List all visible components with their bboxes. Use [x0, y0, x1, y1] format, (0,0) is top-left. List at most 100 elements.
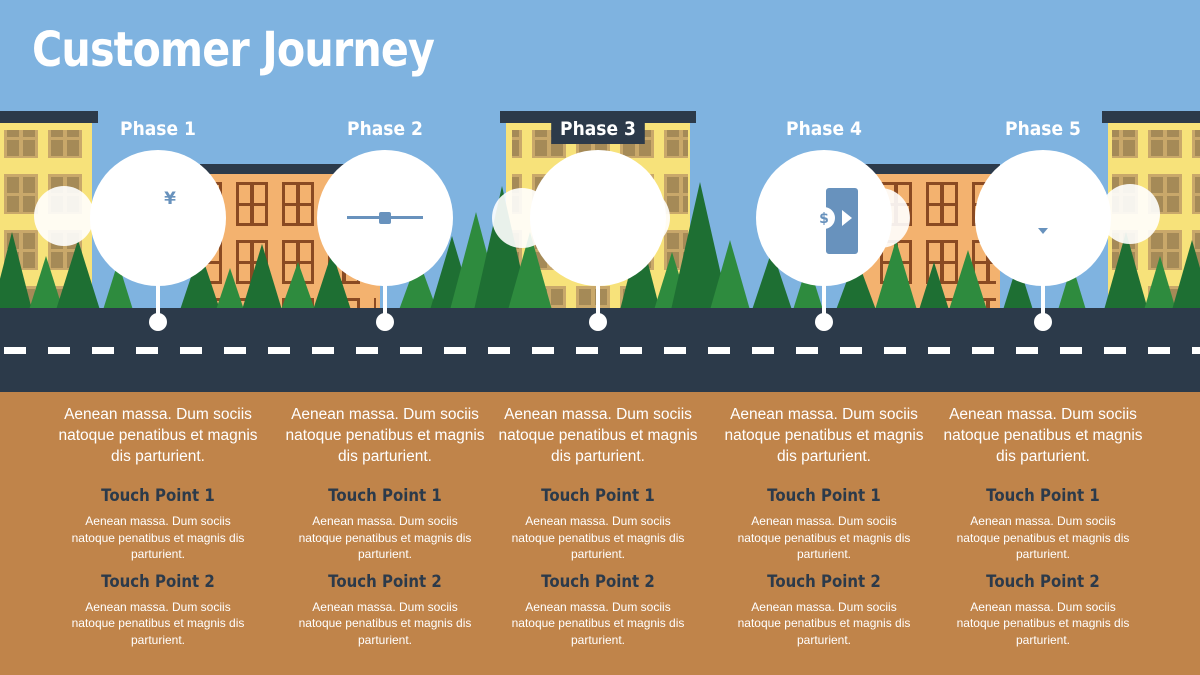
- tree: [793, 262, 823, 310]
- svg-text:¥: ¥: [164, 189, 176, 209]
- tree: [103, 262, 133, 310]
- road-dash-line: [4, 347, 1200, 354]
- tree: [216, 268, 244, 310]
- road-dash: [268, 347, 290, 354]
- road-dash: [972, 347, 994, 354]
- tree-row: [0, 182, 1200, 310]
- touch-point-title: Touch Point 2: [328, 571, 442, 592]
- tree: [56, 240, 100, 310]
- road-dash: [1192, 347, 1200, 354]
- road-dash: [1060, 347, 1082, 354]
- tree: [313, 252, 351, 310]
- phase-marker-4[interactable]: $: [756, 150, 892, 331]
- decor-dot: [1100, 184, 1160, 244]
- tree: [29, 256, 63, 310]
- road-dash: [488, 347, 510, 354]
- road-dash: [1104, 347, 1126, 354]
- phase-column-2: Aenean massa. Dum sociis natoque penatib…: [280, 404, 490, 657]
- phase-description: Aenean massa. Dum sociis natoque penatib…: [943, 406, 1143, 465]
- touch-point-text: Aenean massa. Dum sociis natoque penatib…: [511, 599, 685, 647]
- phase-column-3: Aenean massa. Dum sociis natoque penatib…: [493, 404, 703, 657]
- phase-label-5: Phase 5: [1005, 118, 1081, 140]
- tree: [671, 182, 729, 310]
- road-dash: [1016, 347, 1038, 354]
- touch-point-title: Touch Point 2: [101, 571, 215, 592]
- road-dash: [928, 347, 950, 354]
- phase-marker-1[interactable]: ¥: [90, 150, 226, 331]
- clipboard-checklist-icon: [566, 180, 630, 256]
- phase-marker-2[interactable]: [317, 150, 453, 331]
- businessman-icon: [1005, 185, 1081, 252]
- tree: [1144, 256, 1176, 310]
- road-dash: [444, 347, 466, 354]
- touch-point-text: Aenean massa. Dum sociis natoque penatib…: [298, 599, 472, 647]
- phase-marker-5[interactable]: [975, 150, 1111, 331]
- road-dash: [1148, 347, 1170, 354]
- road-dash: [4, 347, 26, 354]
- touch-point-title: Touch Point 2: [541, 571, 655, 592]
- touch-point-title: Touch Point 1: [541, 486, 655, 506]
- phase-label-3: Phase 3: [551, 114, 645, 144]
- touch-point-title: Touch Point 1: [101, 486, 215, 506]
- road-dash: [752, 347, 774, 354]
- road-dash: [312, 347, 334, 354]
- touch-point-text: Aenean massa. Dum sociis natoque penatib…: [737, 599, 911, 647]
- tree: [474, 186, 530, 310]
- road-dash: [796, 347, 818, 354]
- tree: [1003, 262, 1033, 310]
- touch-point-title: Touch Point 1: [986, 486, 1100, 506]
- road-dash: [356, 347, 378, 354]
- briefcase-icon: [347, 185, 423, 248]
- road-dash: [664, 347, 686, 354]
- tree: [875, 240, 917, 310]
- touch-point-title: Touch Point 1: [328, 486, 442, 506]
- road-pin: [149, 313, 167, 331]
- phase-label-4: Phase 4: [786, 118, 862, 140]
- road-dash: [708, 347, 730, 354]
- page-title: Customer Journey: [32, 22, 435, 78]
- road-dash: [224, 347, 246, 354]
- phase-column-1: Aenean massa. Dum sociis natoque penatib…: [53, 404, 263, 657]
- phase-description: Aenean massa. Dum sociis natoque penatib…: [58, 406, 258, 465]
- touch-point-text: Aenean massa. Dum sociis natoque penatib…: [737, 514, 911, 561]
- touch-point-text: Aenean massa. Dum sociis natoque penatib…: [956, 599, 1130, 647]
- road-dash: [92, 347, 114, 354]
- phase-column-4: Aenean massa. Dum sociis natoque penatib…: [719, 404, 929, 657]
- road-pin: [815, 313, 833, 331]
- road-dash: [840, 347, 862, 354]
- phase-label-1: Phase 1: [120, 118, 196, 140]
- road-pin: [1034, 313, 1052, 331]
- touch-point-text: Aenean massa. Dum sociis natoque penatib…: [511, 514, 685, 561]
- touch-point-text: Aenean massa. Dum sociis natoque penatib…: [71, 599, 245, 647]
- phase-marker-3[interactable]: [530, 150, 666, 331]
- road-dash: [400, 347, 422, 354]
- tree: [1104, 232, 1148, 310]
- ground: [0, 392, 1200, 675]
- phase-label-2: Phase 2: [347, 118, 423, 140]
- tree: [281, 262, 315, 310]
- touch-point-title: Touch Point 2: [986, 571, 1100, 592]
- road-dash: [180, 347, 202, 354]
- tree: [508, 232, 552, 310]
- tree: [242, 244, 282, 310]
- decor-dot: [34, 186, 94, 246]
- road-dash: [620, 347, 642, 354]
- tree: [752, 250, 792, 310]
- touch-point-text: Aenean massa. Dum sociis natoque penatib…: [956, 514, 1130, 561]
- road-pin: [376, 313, 394, 331]
- tree: [1058, 264, 1086, 310]
- road-pin: [589, 313, 607, 331]
- road-dash: [532, 347, 554, 354]
- tree: [836, 256, 876, 310]
- phase-description: Aenean massa. Dum sociis natoque penatib…: [724, 406, 924, 465]
- touch-point-title: Touch Point 2: [767, 571, 881, 592]
- tree: [710, 240, 750, 310]
- touch-point-text: Aenean massa. Dum sociis natoque penatib…: [71, 514, 245, 561]
- road-dash: [884, 347, 906, 354]
- svg-text:$: $: [819, 211, 829, 227]
- tree: [399, 258, 437, 310]
- road-dash: [48, 347, 70, 354]
- tree: [1172, 240, 1200, 310]
- tree: [919, 262, 949, 310]
